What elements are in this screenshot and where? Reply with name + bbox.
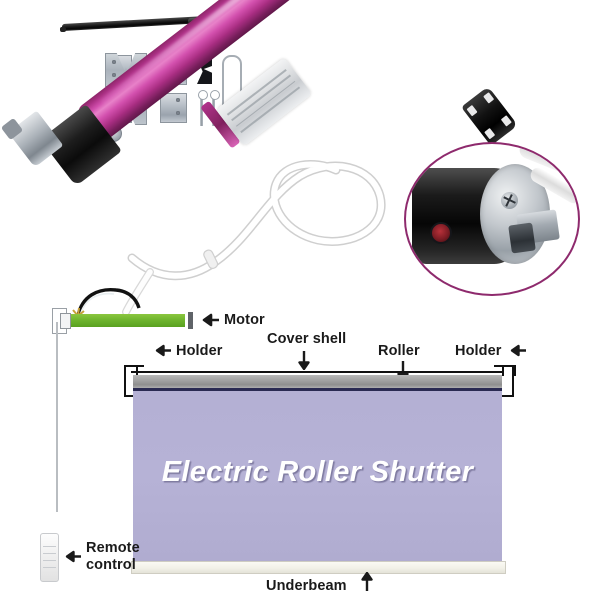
shutter-panel	[133, 391, 502, 561]
arrow-left-icon	[65, 550, 81, 563]
shutter-title-overlay: Electric Roller Shutter	[161, 456, 474, 488]
arrow-down-icon	[298, 351, 310, 370]
cotter-pin-left	[200, 96, 203, 126]
holder-bracket-right-tab	[502, 365, 516, 376]
arrow-up-icon	[361, 572, 373, 591]
remote-control-icon	[40, 533, 59, 582]
motor-head-closeup-inset	[404, 142, 580, 296]
motor-schematic-cap	[188, 312, 193, 329]
holder-bracket-left-tab	[124, 365, 138, 376]
label-holder-left: Holder	[176, 343, 223, 359]
phillips-screw-icon	[501, 192, 518, 209]
motor-schematic-bracket-inner	[60, 313, 71, 329]
tube-crown-cap	[461, 86, 518, 146]
cotter-pin-right-eye	[210, 90, 220, 100]
arrow-left-icon	[155, 344, 171, 357]
roller-bar	[133, 375, 502, 388]
label-roller: Roller	[378, 343, 420, 359]
roller-shadow-line	[133, 388, 502, 391]
cotter-pin-left-eye	[198, 90, 208, 100]
arrow-left-icon	[202, 313, 219, 327]
label-cover-shell: Cover shell	[267, 331, 347, 347]
label-remote-control-line2: control	[86, 557, 136, 573]
label-holder-right: Holder	[455, 343, 502, 359]
arrow-right-icon	[510, 344, 526, 357]
power-port-icon	[430, 222, 452, 244]
label-remote-control-line1: Remote	[86, 540, 140, 556]
label-underbeam: Underbeam	[266, 578, 347, 594]
motor-schematic-bar	[67, 314, 185, 327]
label-motor: Motor	[224, 312, 265, 328]
cover-shell-top-edge	[131, 371, 504, 374]
drop-cord-line	[56, 322, 58, 512]
underbeam-bar	[131, 561, 506, 574]
